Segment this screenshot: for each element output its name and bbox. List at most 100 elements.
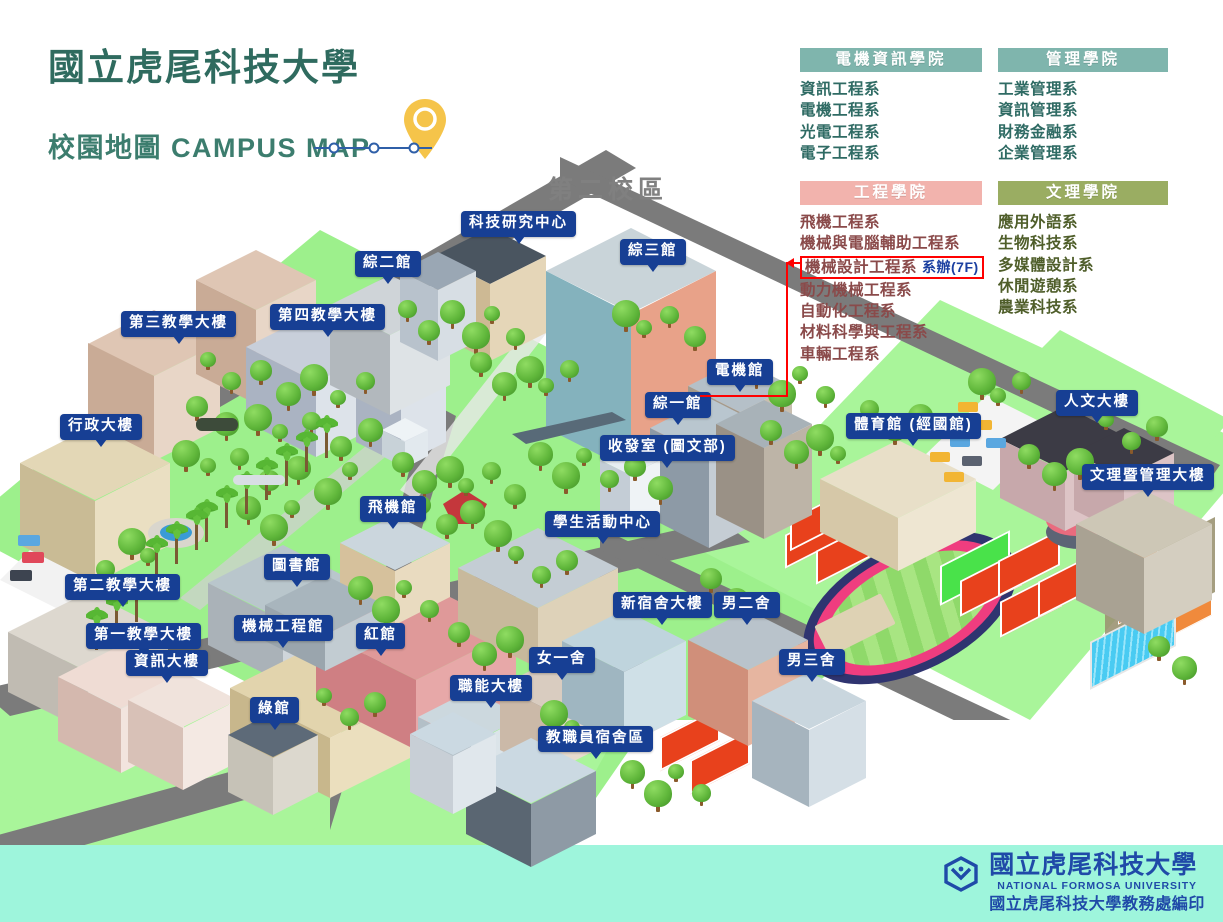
tree bbox=[236, 496, 261, 529]
map-label-info-bldg[interactable]: 資訊大樓 bbox=[126, 650, 208, 682]
tree bbox=[528, 442, 553, 475]
tree bbox=[420, 600, 439, 627]
map-label-zong-san-hall[interactable]: 綜三館 bbox=[620, 239, 686, 271]
map-label-mail-room[interactable]: 收發室 (圖文部) bbox=[600, 435, 735, 467]
tree bbox=[272, 424, 288, 448]
legend-item[interactable]: 生物科技系 bbox=[998, 235, 1079, 253]
tree bbox=[260, 514, 288, 550]
legend-item-highlighted[interactable]: 機械設計工程系系辦(7F) bbox=[800, 255, 984, 279]
tree bbox=[700, 568, 722, 598]
tree bbox=[398, 300, 417, 327]
tree bbox=[440, 300, 465, 333]
car bbox=[10, 570, 32, 581]
tree bbox=[1042, 462, 1067, 495]
tree bbox=[620, 760, 645, 793]
legend-item[interactable]: 自動化工程系 bbox=[800, 303, 897, 321]
legend-item[interactable]: 資訊管理系 bbox=[998, 102, 1079, 120]
map-label-red-hall[interactable]: 紅館 bbox=[356, 623, 405, 655]
legend-college-2: 工程學院 飛機工程系 機械與電腦輔助工程系 機械設計工程系系辦(7F) 動力機械… bbox=[800, 181, 984, 365]
tree bbox=[504, 484, 526, 514]
tree bbox=[768, 380, 796, 416]
footer-logo-text: 國立虎尾科技大學 NATIONAL FORMOSA UNIVERSITY 國立虎… bbox=[989, 853, 1205, 913]
legend-college-2-header: 工程學院 bbox=[800, 181, 982, 206]
legend-item[interactable]: 工業管理系 bbox=[998, 81, 1079, 99]
map-label-bldg-2[interactable]: 第二教學大樓 bbox=[65, 574, 180, 606]
legend-college-1-header: 管理學院 bbox=[998, 48, 1168, 73]
map-label-staff-dorm-area[interactable]: 教職員宿舍區 bbox=[538, 726, 653, 758]
legend-item[interactable]: 應用外語系 bbox=[998, 214, 1079, 232]
legend-item[interactable]: 電機工程系 bbox=[800, 102, 881, 120]
map-label-vocational-bldg[interactable]: 職能大樓 bbox=[450, 675, 532, 707]
legend-college-3-list: 應用外語系 生物科技系 多媒體設計系 休閒遊憩系 農業科技系 bbox=[998, 212, 1168, 318]
tree bbox=[200, 352, 216, 376]
legend-item[interactable]: 車輛工程系 bbox=[800, 345, 881, 363]
footer-logo-en: NATIONAL FORMOSA UNIVERSITY bbox=[997, 880, 1197, 892]
legend-item[interactable]: 機械與電腦輔助工程系 bbox=[800, 235, 961, 253]
legend-item[interactable]: 電子工程系 bbox=[800, 144, 881, 162]
tree bbox=[760, 420, 782, 450]
tree bbox=[508, 546, 524, 570]
legend-college-3-header: 文理學院 bbox=[998, 181, 1168, 206]
tree bbox=[316, 688, 332, 712]
tree bbox=[540, 700, 568, 736]
connector-segment-v bbox=[786, 262, 788, 397]
airplane-display bbox=[233, 475, 285, 485]
legend-item[interactable]: 資訊工程系 bbox=[800, 81, 881, 99]
palm-tree bbox=[186, 506, 208, 550]
map-label-humanities-bldg[interactable]: 人文大樓 bbox=[1056, 390, 1138, 422]
footer-note: 國立虎尾科技大學教務處編印 bbox=[989, 895, 1205, 913]
map-label-aircraft-hall[interactable]: 飛機館 bbox=[360, 496, 426, 528]
map-label-male-dorm-3[interactable]: 男三舍 bbox=[779, 649, 845, 681]
map-label-zong-er-hall[interactable]: 綜二館 bbox=[355, 251, 421, 283]
map-label-green-hall[interactable]: 綠館 bbox=[250, 697, 299, 729]
map-label-arts-mgmt-bldg[interactable]: 文理暨管理大樓 bbox=[1082, 464, 1214, 496]
map-label-mech-eng-hall[interactable]: 機械工程館 bbox=[234, 615, 333, 647]
legend-item[interactable]: 光電工程系 bbox=[800, 123, 881, 141]
tree bbox=[314, 478, 342, 514]
palm-tree bbox=[256, 456, 278, 500]
title-decoration-line bbox=[312, 141, 434, 160]
car bbox=[18, 535, 40, 546]
map-label-library[interactable]: 圖書館 bbox=[264, 554, 330, 586]
map-label-bldg-4[interactable]: 第四教學大樓 bbox=[270, 304, 385, 336]
legend-item[interactable]: 農業科技系 bbox=[998, 298, 1079, 316]
map-label-admin-bldg[interactable]: 行政大樓 bbox=[60, 414, 142, 446]
car bbox=[958, 402, 978, 412]
map-label-bldg-1[interactable]: 第一教學大樓 bbox=[86, 623, 201, 655]
tree bbox=[624, 456, 646, 486]
nfu-crest-icon bbox=[943, 856, 979, 892]
tree bbox=[484, 520, 512, 556]
legend-item[interactable]: 多媒體設計系 bbox=[998, 256, 1095, 274]
palm-tree bbox=[296, 428, 318, 472]
tree bbox=[648, 476, 673, 509]
map-label-student-center[interactable]: 學生活動中心 bbox=[545, 511, 660, 543]
map-label-gym-jingguo[interactable]: 體育館 (經國館) bbox=[846, 413, 981, 445]
car bbox=[962, 456, 982, 466]
tree bbox=[356, 372, 375, 399]
map-label-male-dorm-2[interactable]: 男二舍 bbox=[714, 592, 780, 624]
tree bbox=[1148, 636, 1170, 666]
tree bbox=[1146, 416, 1168, 446]
legend-item[interactable]: 休閒遊憩系 bbox=[998, 277, 1079, 295]
legend-item[interactable]: 動力機械工程系 bbox=[800, 281, 913, 299]
legend-item-label: 機械設計工程系 bbox=[805, 258, 918, 276]
legend-item[interactable]: 飛機工程系 bbox=[800, 214, 881, 232]
legend-item-suffix: 系辦(7F) bbox=[922, 258, 979, 275]
car bbox=[972, 420, 992, 430]
map-label-zong-yi-hall[interactable]: 綜一館 bbox=[645, 392, 711, 424]
tree bbox=[300, 364, 328, 400]
tree bbox=[600, 470, 619, 497]
map-label-electrical-hall[interactable]: 電機館 bbox=[707, 359, 773, 391]
legend-item[interactable]: 材料科學與工程系 bbox=[800, 324, 929, 342]
car bbox=[950, 437, 970, 447]
legend-item[interactable]: 企業管理系 bbox=[998, 144, 1079, 162]
tree bbox=[806, 424, 834, 460]
map-label-bldg-3[interactable]: 第三教學大樓 bbox=[121, 311, 236, 343]
map-label-new-dorm-bldg[interactable]: 新宿舍大樓 bbox=[613, 592, 712, 624]
map-label-tech-research-center[interactable]: 科技研究中心 bbox=[461, 211, 576, 243]
helicopter-display bbox=[196, 418, 238, 431]
map-label-female-dorm-1[interactable]: 女一舍 bbox=[529, 647, 595, 679]
highlight-box: 機械設計工程系系辦(7F) bbox=[800, 255, 984, 279]
legend-item[interactable]: 財務金融系 bbox=[998, 123, 1079, 141]
